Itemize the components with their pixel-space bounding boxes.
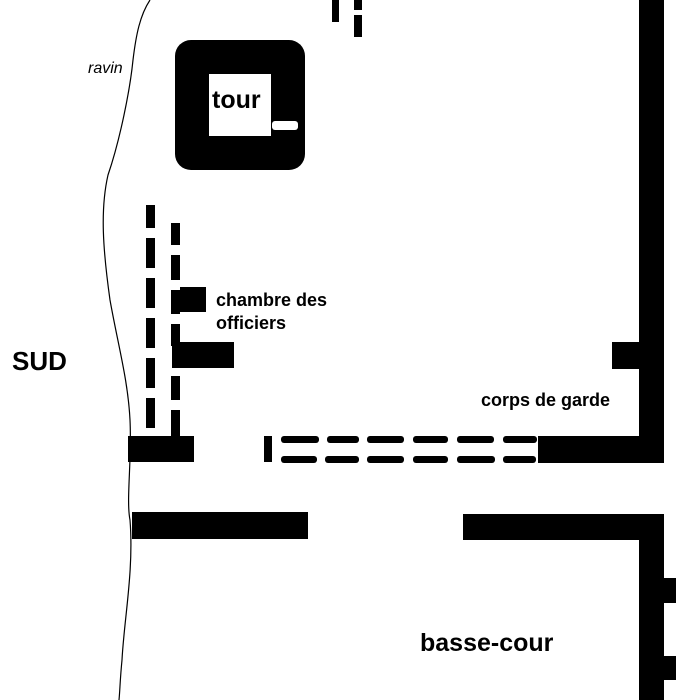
tower-label: tour [212,86,261,114]
guard-house-dashed-wall [264,436,537,463]
guard-house-label: corps de garde [481,390,611,410]
guard-house-wall [538,436,664,463]
lower-east-buttress-upper [664,578,676,603]
tower-interior [209,74,271,136]
top-dashed-wall [332,0,362,37]
officers-chamber-block-upper [180,287,206,312]
south-gate-wall-left [128,436,194,462]
lower-courtyard-wall-right [463,514,664,540]
officers-chamber-dashed-walls [146,205,180,436]
lower-east-buttress-lower [664,656,676,680]
lower-courtyard-label: basse-cour [420,629,554,657]
ravine-label: ravin [88,60,123,77]
ravine-edge-line [102,0,151,700]
lower-courtyard-wall-left [132,512,308,539]
tower-door [272,121,298,130]
officers-chamber-label: chambre des officiers [216,289,327,335]
officers-chamber-block-lower [172,342,234,368]
south-label: SUD [12,346,67,376]
officers-chamber-label-line2: officiers [216,313,287,333]
east-wall [639,0,664,462]
east-wall-buttress [612,342,639,369]
lower-east-wall [639,514,664,700]
officers-chamber-label-line1: chambre des [216,290,328,310]
